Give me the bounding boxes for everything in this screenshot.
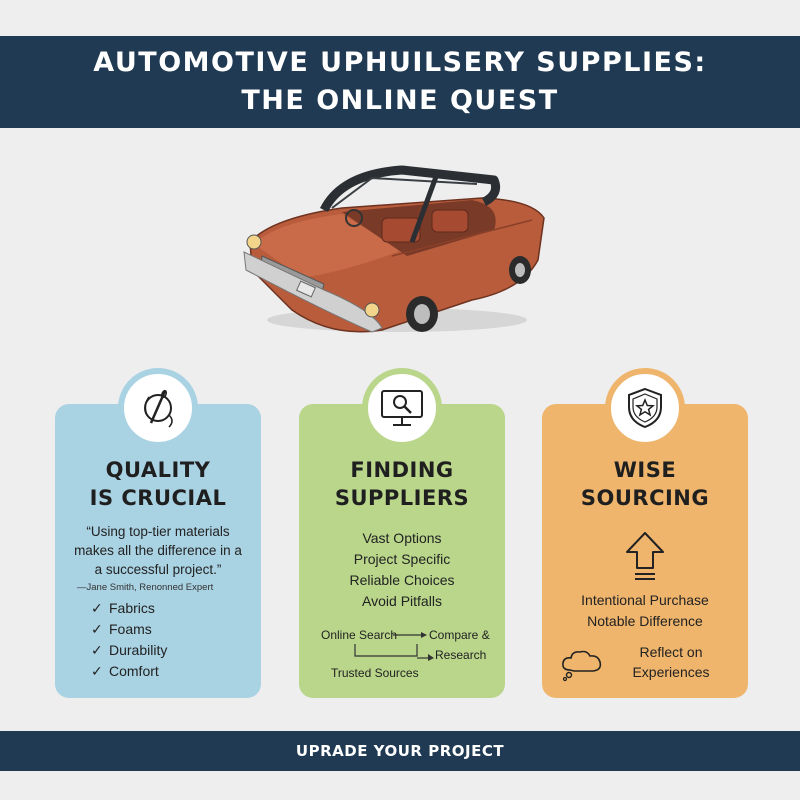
quality-title: QUALITY IS CRUCIAL <box>55 456 261 512</box>
checklist-label: Foams <box>109 621 152 637</box>
thought-cloud-icon <box>562 650 602 682</box>
checkmark-icon: ✓ <box>91 621 103 637</box>
purchase-text: Intentional Purchase Notable Difference <box>542 590 748 632</box>
wise-sourcing-card: WISE SOURCING Intentional Purchase Notab… <box>542 368 748 698</box>
flow-step-compare: Compare & <box>429 628 490 642</box>
up-arrow-icon <box>626 532 664 580</box>
expert-quote: “Using top-tier materials makes all the … <box>74 524 242 577</box>
footer-label: UPRADE YOUR PROJECT <box>295 742 505 760</box>
needle-thread-icon <box>144 389 173 428</box>
quality-title-line1: QUALITY <box>105 458 211 482</box>
checklist-label: Comfort <box>109 663 159 679</box>
option-item: Reliable Choices <box>349 572 455 588</box>
quality-badge <box>118 368 198 448</box>
wise-title: WISE SOURCING <box>542 456 748 512</box>
quality-checklist: ✓ Fabrics ✓ Foams ✓ Durability ✓ Comfort <box>91 598 167 682</box>
checkmark-icon: ✓ <box>91 600 103 616</box>
option-item: Avoid Pitfalls <box>362 593 442 609</box>
purchase-line: Intentional Purchase <box>581 592 709 608</box>
footer-banner: UPRADE YOUR PROJECT <box>0 731 800 771</box>
monitor-search-icon <box>381 390 423 426</box>
finding-title-line1: FINDING <box>350 458 454 482</box>
purchase-line: Notable Difference <box>587 613 703 629</box>
finding-title: FINDING SUPPLIERS <box>299 456 505 512</box>
checkmark-icon: ✓ <box>91 663 103 679</box>
reflect-text: Reflect on Experiences <box>606 642 736 682</box>
flow-arrows <box>354 632 434 661</box>
header-banner: AUTOMOTIVE UPHUILSERY SUPPLIES: THE ONLI… <box>0 36 800 128</box>
checklist-label: Durability <box>109 642 168 658</box>
checklist-item: ✓ Durability <box>91 640 167 661</box>
finding-badge <box>362 368 442 448</box>
reflect-line: Experiences <box>632 664 710 680</box>
wise-badge <box>605 368 685 448</box>
flow-step-research: Research <box>435 648 487 662</box>
quote-attribution: —Jane Smith, Renonned Expert <box>77 582 214 593</box>
checklist-label: Fabrics <box>109 600 155 616</box>
finding-suppliers-card: FINDING SUPPLIERS Vast Options Project S… <box>299 368 505 698</box>
flow-step-online-search: Online Search <box>321 628 398 642</box>
quality-card: QUALITY IS CRUCIAL “Using top-tier mater… <box>55 368 261 698</box>
classic-car-icon <box>243 165 545 333</box>
flow-step-trusted-sources: Trusted Sources <box>331 666 419 680</box>
checklist-item: ✓ Foams <box>91 619 167 640</box>
finding-title-line2: SUPPLIERS <box>334 486 470 510</box>
supplier-options-list: Vast Options Project Specific Reliable C… <box>299 528 505 612</box>
wise-title-line2: SOURCING <box>580 486 710 510</box>
quality-title-line2: IS CRUCIAL <box>89 486 227 510</box>
shield-star-icon <box>628 387 662 429</box>
page-title-line2: THE ONLINE QUEST <box>241 85 559 116</box>
option-item: Project Specific <box>353 551 451 567</box>
wise-title-line1: WISE <box>613 458 677 482</box>
search-flow-diagram: Online Search Compare & Research Trusted… <box>299 620 505 684</box>
option-item: Vast Options <box>362 530 442 546</box>
checkmark-icon: ✓ <box>91 642 103 658</box>
checklist-item: ✓ Fabrics <box>91 598 167 619</box>
page-title-line1: AUTOMOTIVE UPHUILSERY SUPPLIES: <box>93 47 707 78</box>
reflect-line: Reflect on <box>639 644 703 660</box>
checklist-item: ✓ Comfort <box>91 661 167 682</box>
